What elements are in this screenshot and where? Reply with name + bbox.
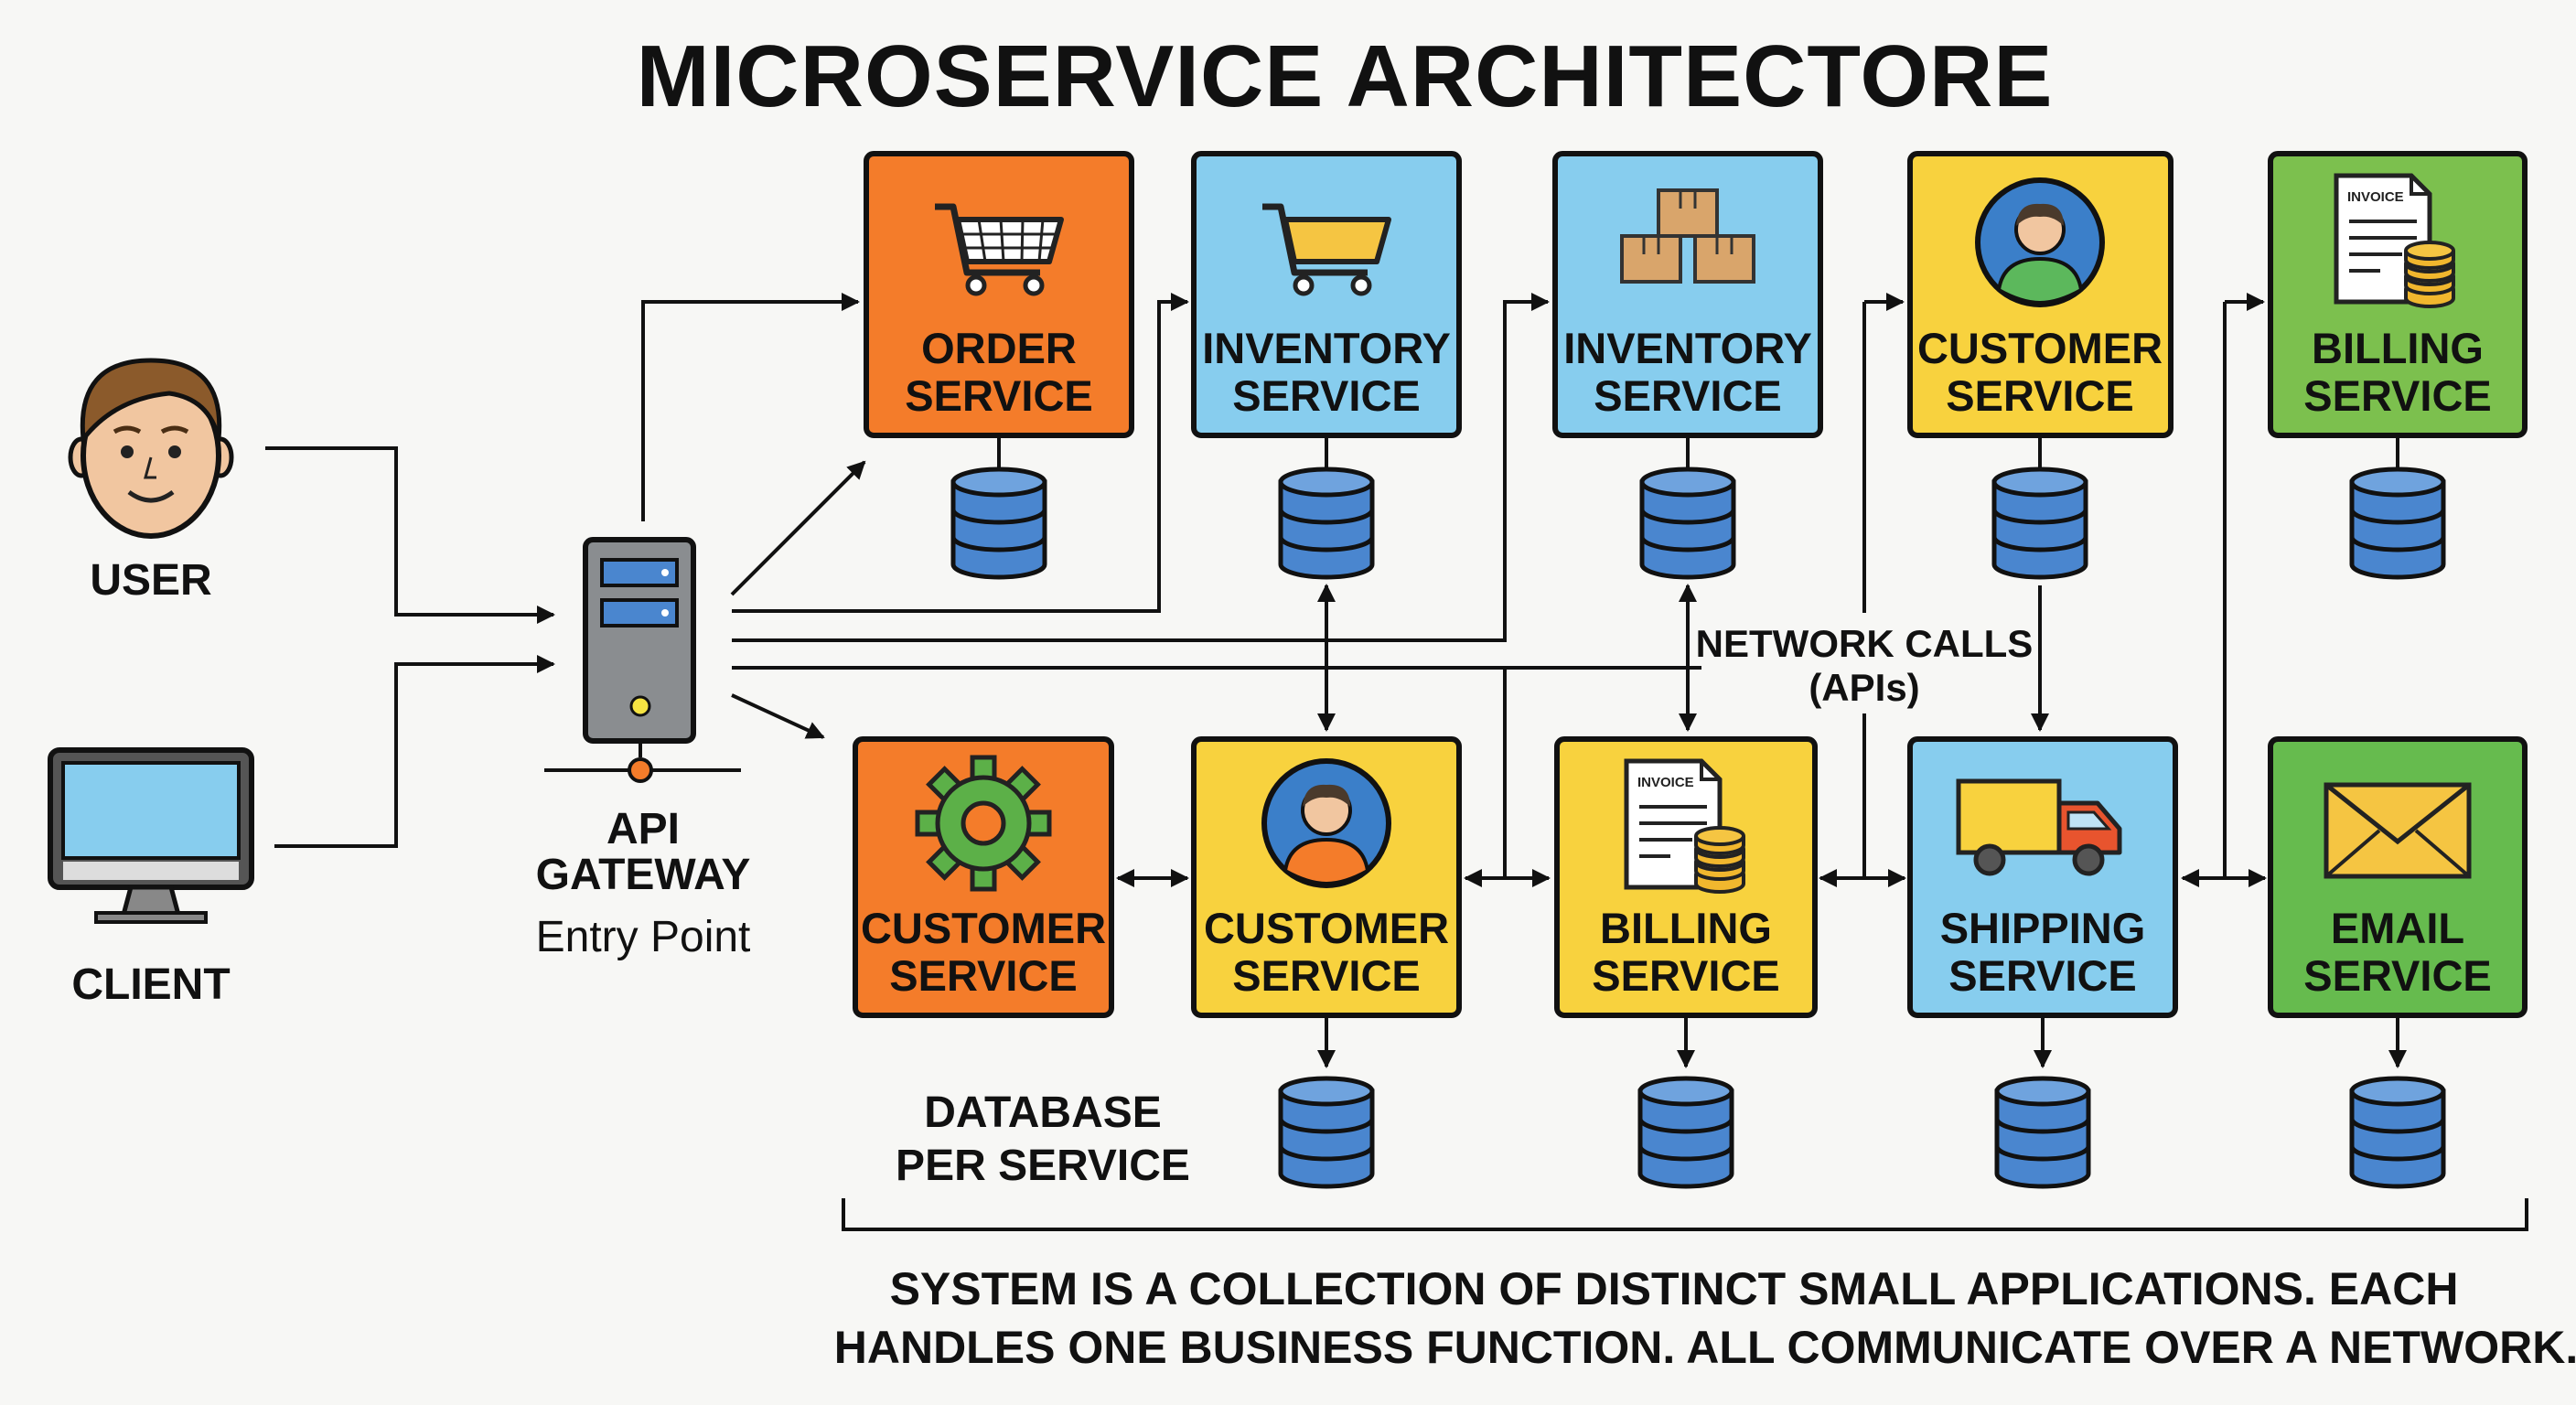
svg-text:INVOICE: INVOICE [1637, 775, 1694, 790]
monitor-icon [48, 747, 254, 924]
person-icon [1978, 180, 2102, 305]
svg-text:CUSTOMER: CUSTOMER [1204, 904, 1449, 952]
database-icon [1994, 469, 2086, 577]
svg-text:INVENTORY: INVENTORY [1563, 324, 1812, 372]
client-to-gateway-arrow [274, 655, 555, 848]
gateway-label-gateway: GATEWAY [536, 851, 751, 899]
service-card-email: EMAIL SERVICE [2268, 736, 2528, 1018]
svg-text:EMAIL: EMAIL [2331, 904, 2464, 952]
user-face-icon [68, 358, 234, 539]
service-card-billing: INVOICE BILLING SERVICE [2268, 151, 2528, 438]
bottom-databases [1281, 1017, 2443, 1186]
top-databases [953, 437, 2443, 577]
page-title: MICROSERVICE ARCHITECTORE [637, 27, 2054, 125]
user-label: USER [90, 556, 211, 605]
database-icon [1281, 469, 1372, 577]
svg-text:INVENTORY: INVENTORY [1202, 324, 1451, 372]
top-services-row: ORDER SERVICE INVENTORY SERVICE INVENTOR… [864, 151, 2528, 438]
service-card-order: ORDER SERVICE [864, 151, 1134, 438]
svg-text:SERVICE: SERVICE [2303, 371, 2492, 420]
service-card-billing-2: INVOICE BILLING SERVICE [1554, 736, 1818, 1018]
invoice-icon: INVOICE [1626, 761, 1744, 892]
svg-text:BILLING: BILLING [2312, 324, 2484, 372]
svg-text:SHIPPING: SHIPPING [1940, 904, 2146, 952]
service-connectors [1116, 293, 2267, 887]
user-to-gateway-arrow [265, 446, 555, 624]
client-actor: CLIENT [48, 747, 254, 1009]
service-card-customer: CUSTOMER SERVICE [1907, 151, 2174, 438]
gateway-to-order-diag-arrow [730, 460, 866, 596]
service-card-shipping: SHIPPING SERVICE [1907, 736, 2178, 1018]
service-card-customer-gear: CUSTOMER SERVICE [853, 736, 1114, 1018]
svg-text:SERVICE: SERVICE [1594, 371, 1782, 420]
bottom-services-row: CUSTOMER SERVICE CUSTOMER SERVICE INVOIC… [853, 736, 2528, 1018]
service-card-inventory-2: INVENTORY SERVICE [1552, 151, 1823, 438]
svg-text:INVOICE: INVOICE [2347, 189, 2404, 205]
gear-icon [918, 757, 1049, 889]
api-gateway: API GATEWAY Entry Point [536, 537, 751, 961]
gateway-to-order-arrow [641, 293, 860, 521]
invoice-icon: INVOICE [2336, 176, 2453, 306]
svg-text:SERVICE: SERVICE [1948, 951, 2137, 1000]
gateway-label-entry-point: Entry Point [536, 913, 751, 961]
service-card-customer-2: CUSTOMER SERVICE [1191, 736, 1462, 1018]
database-icon [1997, 1078, 2088, 1186]
svg-text:NETWORK CALLS: NETWORK CALLS [1696, 622, 2034, 665]
gateway-label-api: API [606, 805, 680, 853]
gateway-connectors [641, 293, 1701, 739]
service-card-inventory: INVENTORY SERVICE [1191, 151, 1462, 438]
svg-text:BILLING: BILLING [1600, 904, 1772, 952]
database-icon [953, 469, 1045, 577]
grouping-bracket [842, 1198, 2528, 1231]
caption: SYSTEM IS A COLLECTION OF DISTINCT SMALL… [834, 1263, 2576, 1373]
svg-text:SERVICE: SERVICE [1232, 371, 1421, 420]
database-per-service-label: DATABASE PER SERVICE [896, 1089, 1190, 1190]
svg-text:SERVICE: SERVICE [1592, 951, 1780, 1000]
database-icon [1640, 1078, 1732, 1186]
svg-text:SERVICE: SERVICE [1946, 371, 2134, 420]
svg-text:SERVICE: SERVICE [905, 371, 1093, 420]
caption-line-1: SYSTEM IS A COLLECTION OF DISTINCT SMALL… [890, 1263, 2459, 1314]
gateway-to-inventory-arrow [732, 293, 1189, 613]
database-icon [2352, 1078, 2443, 1186]
user-actor: USER [68, 358, 234, 605]
svg-text:PER SERVICE: PER SERVICE [896, 1142, 1190, 1190]
person-icon [1264, 761, 1389, 885]
database-icon [1642, 469, 1733, 577]
svg-text:ORDER: ORDER [921, 324, 1077, 372]
svg-text:(APIs): (APIs) [1809, 666, 1919, 709]
svg-text:DATABASE: DATABASE [924, 1089, 1162, 1137]
svg-text:SERVICE: SERVICE [889, 951, 1078, 1000]
caption-line-2: HANDLES ONE BUSINESS FUNCTION. ALL COMMU… [834, 1322, 2576, 1373]
svg-text:CUSTOMER: CUSTOMER [861, 904, 1106, 952]
gateway-to-inventory2-arrow [732, 293, 1550, 642]
svg-text:CUSTOMER: CUSTOMER [1917, 324, 2163, 372]
network-calls-label: NETWORK CALLS (APIs) [1696, 613, 2034, 713]
database-icon [1281, 1078, 1372, 1186]
envelope-icon [2326, 785, 2469, 876]
svg-text:SERVICE: SERVICE [1232, 951, 1421, 1000]
server-icon [544, 537, 741, 783]
client-label: CLIENT [71, 960, 230, 1009]
gateway-to-bottom-arrow [731, 693, 825, 739]
svg-text:SERVICE: SERVICE [2303, 951, 2492, 1000]
database-icon [2352, 469, 2443, 577]
